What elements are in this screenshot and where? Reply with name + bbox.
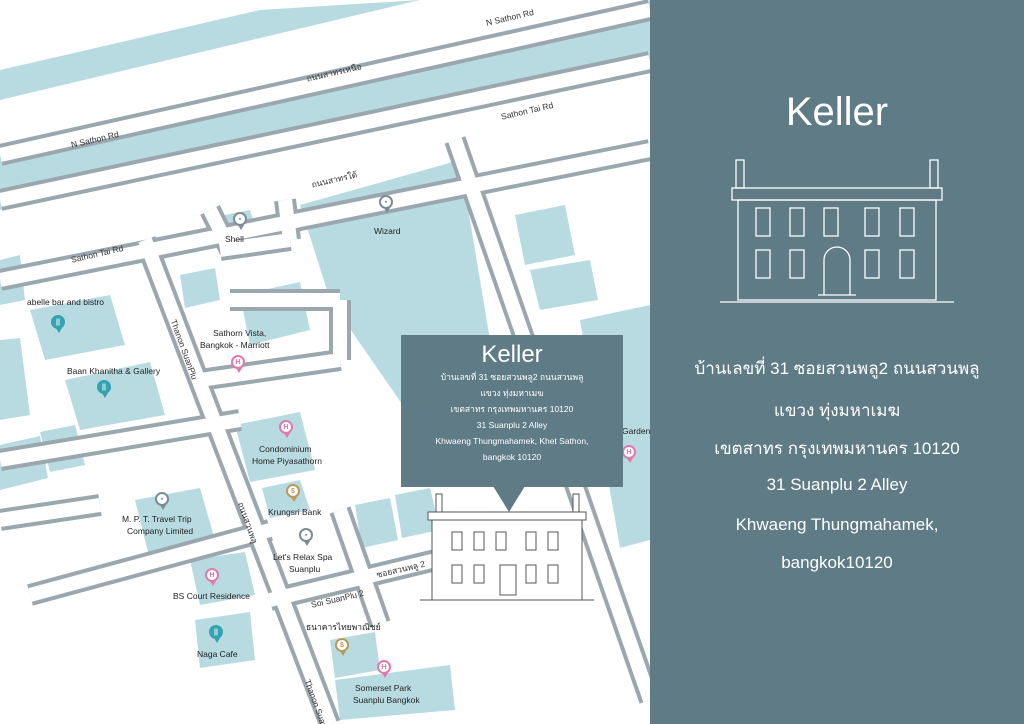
hotel-icon[interactable]: H	[231, 355, 245, 373]
poi-label-wizard[interactable]: Wizard	[374, 226, 401, 236]
restaurant-icon[interactable]: ||	[209, 625, 223, 643]
address-line-4: 31 Suanplu 2 Alley	[766, 475, 908, 494]
briefcase-icon[interactable]: ▪	[233, 212, 247, 230]
briefcase-icon[interactable]: ▪	[379, 195, 393, 213]
callout-line-2: แขวง ทุ่งมหาเมฆ	[480, 388, 544, 398]
restaurant-icon[interactable]: ||	[51, 315, 65, 333]
poi-label-gardens[interactable]: Gardens	[622, 426, 650, 436]
poi-label-baan-khanitha[interactable]: Baan Khanitha & Gallery	[67, 366, 161, 376]
poi-label-shell[interactable]: Shell	[225, 234, 244, 244]
info-panel: Keller บ้านเลขที่ 31 ซอยสวนพลู2 ถนนสวนพล…	[650, 0, 1024, 724]
poi-label-somerset-2[interactable]: Suanplu Bangkok	[353, 695, 420, 705]
poi-label-lets-relax-2[interactable]: Suanplu	[289, 564, 321, 574]
callout-line-1: บ้านเลขที่ 31 ซอยสวนพลู2 ถนนสวนพลู	[440, 372, 584, 382]
callout-line-4: 31 Suanplu 2 Alley	[476, 420, 548, 430]
panel-title: Keller	[785, 90, 889, 134]
poi-label-bs-court[interactable]: BS Court Residence	[173, 591, 251, 601]
keller-callout[interactable]: Keller บ้านเลขที่ 31 ซอยสวนพลู2 ถนนสวนพล…	[401, 335, 623, 487]
poi-label-mpt[interactable]: M. P. T. Travel Trip	[122, 514, 192, 524]
poi-label-abelle[interactable]: abelle bar and bistro	[27, 297, 105, 307]
briefcase-icon[interactable]: ▪	[299, 528, 313, 546]
address-line-3: เขตสาทร กรุงเทพมหานคร 10120	[714, 439, 960, 458]
bank-icon[interactable]: $	[335, 638, 349, 656]
poi-label-naga-cafe[interactable]: Naga Cafe	[197, 649, 238, 659]
address-line-6: bangkok10120	[781, 553, 893, 572]
area-map[interactable]: N Sathon Rd ถนนสาทรเหนือ N Sathon Rd Sat…	[0, 0, 650, 724]
poi-label-somerset[interactable]: Somerset Park	[355, 683, 412, 693]
poi-label-sathorn-vista-2[interactable]: Bangkok - Marriott	[200, 340, 270, 350]
address-line-2: แขวง ทุ่งมหาเมฆ	[773, 401, 901, 420]
bank-icon[interactable]: $	[286, 484, 300, 502]
hotel-icon[interactable]: H	[622, 445, 636, 463]
map-drawing	[0, 0, 650, 724]
poi-label-sathorn-vista[interactable]: Sathorn Vista,	[213, 328, 267, 338]
address-line-1: บ้านเลขที่ 31 ซอยสวนพลู2 ถนนสวนพลู	[694, 359, 980, 378]
briefcase-icon[interactable]: ▪	[155, 492, 169, 510]
callout-title: Keller	[481, 341, 543, 368]
callout-line-6: bangkok 10120	[482, 452, 542, 462]
poi-label-lets-relax[interactable]: Let's Relax Spa	[273, 552, 333, 562]
hotel-icon[interactable]: H	[279, 420, 293, 438]
poi-label-scb[interactable]: ธนาคารไทยพาณิชย์	[306, 622, 381, 632]
poi-label-condominium-2[interactable]: Home Piyasathorn	[252, 456, 322, 466]
keller-building-small	[420, 493, 594, 601]
hotel-icon[interactable]: H	[377, 660, 391, 678]
restaurant-icon[interactable]: ||	[97, 380, 111, 398]
keller-building-illustration	[720, 159, 954, 303]
poi-label-condominium[interactable]: Condominium	[259, 444, 312, 454]
hotel-icon[interactable]: H	[205, 568, 219, 586]
poi-label-krungsri[interactable]: Krungsri Bank	[268, 507, 322, 517]
poi-label-mpt-2[interactable]: Company Limited	[127, 526, 194, 536]
address-line-5: Khwaeng Thungmahamek,	[735, 515, 939, 534]
callout-line-5: Khwaeng Thungmahamek, Khet Sathon,	[435, 436, 589, 446]
callout-line-3: เขตสาทร กรุงเทพมหานคร 10120	[450, 404, 574, 414]
callout-pointer	[493, 486, 525, 512]
